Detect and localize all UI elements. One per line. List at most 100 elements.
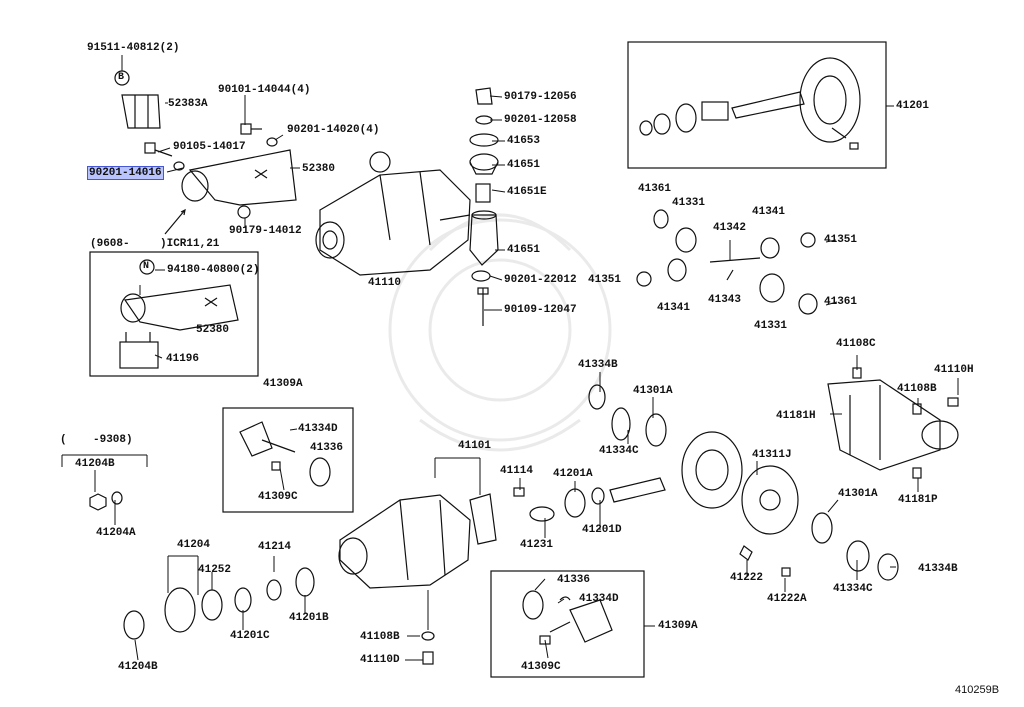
part-label-52383a[interactable]: 52383A bbox=[168, 98, 208, 110]
part-label-41181p[interactable]: 41181P bbox=[898, 494, 938, 506]
part-label-41351-right[interactable]: 41351 bbox=[824, 234, 858, 246]
flange-41309a-left bbox=[239, 421, 331, 487]
part-label-41334d-bottom[interactable]: 41334D bbox=[579, 593, 619, 605]
part-label-41110h[interactable]: 41110H bbox=[934, 364, 974, 376]
part-label-41361-top[interactable]: 41361 bbox=[638, 183, 672, 195]
carrier-41101 bbox=[338, 493, 497, 589]
part-label-90201-14016-highlighted[interactable]: 90201-14016 bbox=[87, 166, 164, 180]
part-label-41336-left[interactable]: 41336 bbox=[310, 442, 344, 454]
part-label-41252[interactable]: 41252 bbox=[198, 564, 232, 576]
part-label-41334c-top[interactable]: 41334C bbox=[599, 445, 639, 457]
part-label-41231[interactable]: 41231 bbox=[520, 539, 554, 551]
part-label-90201-14020[interactable]: 90201-14020(4) bbox=[287, 124, 380, 136]
part-label-41201c[interactable]: 41201C bbox=[230, 630, 270, 642]
part-label-90179-12056[interactable]: 90179-12056 bbox=[504, 91, 577, 103]
flange-41309a-bottom bbox=[522, 590, 613, 645]
callout-n-letter: N bbox=[143, 261, 150, 272]
part-label-41204b-bottom[interactable]: 41204B bbox=[118, 661, 158, 673]
differential-parts bbox=[636, 209, 818, 315]
part-label-41110d[interactable]: 41110D bbox=[360, 654, 400, 666]
part-label-90201-22012[interactable]: 90201-22012 bbox=[504, 274, 577, 286]
part-label-41341-top[interactable]: 41341 bbox=[752, 206, 786, 218]
icr-note-9608: (9608- bbox=[90, 238, 130, 250]
part-label-41108c[interactable]: 41108C bbox=[836, 338, 876, 350]
part-label-41334c-right[interactable]: 41334C bbox=[833, 583, 873, 595]
collar-41651e bbox=[475, 183, 491, 203]
part-label-41222a[interactable]: 41222A bbox=[767, 593, 807, 605]
part-label-41311j[interactable]: 41311J bbox=[752, 449, 792, 461]
part-label-41334b-top[interactable]: 41334B bbox=[578, 359, 618, 371]
callout-b-letter: B bbox=[118, 72, 125, 83]
bracket-52380 bbox=[181, 149, 297, 206]
part-label-41204b-top[interactable]: 41204B bbox=[75, 458, 115, 470]
cushion-41651-upper bbox=[469, 153, 499, 175]
part-label-41108b-bottom[interactable]: 41108B bbox=[360, 631, 400, 643]
part-label-41651e[interactable]: 41651E bbox=[507, 186, 547, 198]
icr-note-icr11: )ICR11,21 bbox=[160, 238, 220, 250]
part-label-41201a[interactable]: 41201A bbox=[553, 468, 593, 480]
washer-41653 bbox=[469, 133, 499, 147]
bolt-90105 bbox=[144, 142, 173, 157]
part-label-41331-top[interactable]: 41331 bbox=[672, 197, 706, 209]
part-label-41341-bottom[interactable]: 41341 bbox=[657, 302, 691, 314]
washer-90201-22012 bbox=[471, 270, 491, 282]
part-label-41201b[interactable]: 41201B bbox=[289, 612, 329, 624]
part-label-41309a-bottom[interactable]: 41309A bbox=[658, 620, 698, 632]
part-label-41331-bottom[interactable]: 41331 bbox=[754, 320, 788, 332]
part-label-41334b-right[interactable]: 41334B bbox=[918, 563, 958, 575]
part-label-91511-40812[interactable]: 91511-40812(2) bbox=[87, 42, 180, 54]
part-label-41336-bottom[interactable]: 41336 bbox=[557, 574, 591, 586]
part-label-41361-bottom[interactable]: 41361 bbox=[824, 296, 858, 308]
part-label-41222[interactable]: 41222 bbox=[730, 572, 764, 584]
part-label-41651-upper[interactable]: 41651 bbox=[507, 159, 541, 171]
part-label-41181h[interactable]: 41181H bbox=[776, 410, 816, 422]
washer-90201-14020 bbox=[266, 137, 278, 147]
part-label-90109-12047[interactable]: 90109-12047 bbox=[504, 304, 577, 316]
part-label-41343[interactable]: 41343 bbox=[708, 294, 742, 306]
bolt-90109 bbox=[477, 287, 489, 326]
pinion-assembly bbox=[513, 431, 899, 581]
part-label-41108b-right[interactable]: 41108B bbox=[897, 383, 937, 395]
part-label-41651-lower[interactable]: 41651 bbox=[507, 244, 541, 256]
part-label-41204a[interactable]: 41204A bbox=[96, 527, 136, 539]
part-label-41309c-left[interactable]: 41309C bbox=[258, 491, 298, 503]
mount-bracket-52383a bbox=[121, 94, 161, 129]
plug-41110d bbox=[421, 631, 435, 665]
part-label-41214[interactable]: 41214 bbox=[258, 541, 292, 553]
box-icr bbox=[89, 251, 259, 377]
part-label-90105-14017[interactable]: 90105-14017 bbox=[173, 141, 246, 153]
part-label-90101-14044[interactable]: 90101-14044(4) bbox=[218, 84, 311, 96]
box-41309a-left bbox=[222, 407, 354, 513]
part-label-41301a-top[interactable]: 41301A bbox=[633, 385, 673, 397]
part-label-41653[interactable]: 41653 bbox=[507, 135, 541, 147]
arrow-icr bbox=[164, 208, 186, 235]
part-label-52380[interactable]: 52380 bbox=[302, 163, 336, 175]
part-label-41101[interactable]: 41101 bbox=[458, 440, 492, 452]
part-label-52380-icr[interactable]: 52380 bbox=[196, 324, 230, 336]
part-label-41342[interactable]: 41342 bbox=[713, 222, 747, 234]
callout-n-circle bbox=[139, 259, 155, 275]
part-label-41196[interactable]: 41196 bbox=[166, 353, 200, 365]
part-label-41351-left[interactable]: 41351 bbox=[588, 274, 622, 286]
part-label-90201-12058[interactable]: 90201-12058 bbox=[504, 114, 577, 126]
bolt-90101 bbox=[240, 123, 262, 135]
part-label-41309a-left[interactable]: 41309A bbox=[263, 378, 303, 390]
nut-90179-14012 bbox=[237, 205, 251, 219]
part-label-41110[interactable]: 41110 bbox=[368, 277, 402, 289]
part-label-41309c-bottom[interactable]: 41309C bbox=[521, 661, 561, 673]
part-label-94180-40800[interactable]: 94180-40800(2) bbox=[167, 264, 260, 276]
part-label-41301a-right[interactable]: 41301A bbox=[838, 488, 878, 500]
part-label-41201[interactable]: 41201 bbox=[896, 100, 930, 112]
part-label-41114[interactable]: 41114 bbox=[500, 465, 534, 477]
housing-41181 bbox=[827, 367, 959, 479]
bracket-52380-icr bbox=[120, 284, 239, 331]
part-label-90179-14012[interactable]: 90179-14012 bbox=[229, 225, 302, 237]
washer-90201-14016 bbox=[173, 161, 185, 171]
carrier-41110 bbox=[315, 151, 471, 276]
part-label-41201d[interactable]: 41201D bbox=[582, 524, 622, 536]
nut-90179-12056 bbox=[475, 87, 493, 105]
part-label-41204[interactable]: 41204 bbox=[177, 539, 211, 551]
part-label-41334d-left[interactable]: 41334D bbox=[298, 423, 338, 435]
